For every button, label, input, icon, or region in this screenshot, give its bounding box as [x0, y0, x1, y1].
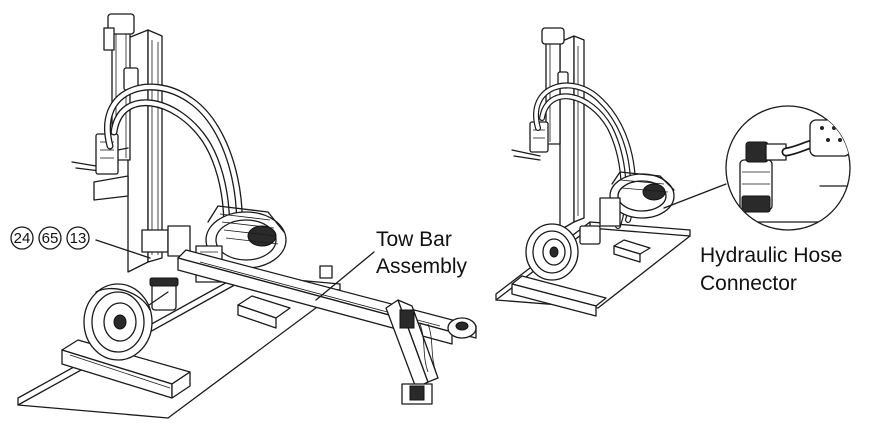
part-number-callouts: 24 65 13 — [10, 226, 90, 250]
part-number-13: 13 — [70, 230, 87, 247]
large-log-splitter — [17, 13, 477, 419]
jack-stand — [385, 299, 439, 405]
hydraulic-pump — [141, 225, 191, 311]
leader-hose-connector — [663, 183, 727, 209]
hose-connector-detail — [725, 105, 851, 231]
small-log-splitter — [495, 27, 691, 317]
rear-step — [237, 295, 291, 329]
label-tow-bar-line2: Assembly — [376, 255, 468, 278]
hitch-coupler — [447, 317, 477, 339]
log-cradle — [71, 161, 129, 201]
label-hose-connector-line2: Connector — [700, 272, 797, 295]
part-number-65: 65 — [42, 230, 59, 247]
part-number-24: 24 — [14, 230, 31, 247]
label-hose-connector-line1: Hydraulic Hose — [700, 244, 842, 267]
wheel — [83, 283, 169, 361]
foot-step — [61, 339, 191, 399]
leader-parts — [95, 239, 151, 259]
leader-tow-bar — [315, 251, 375, 301]
label-tow-bar-line1: Tow Bar — [376, 228, 452, 251]
